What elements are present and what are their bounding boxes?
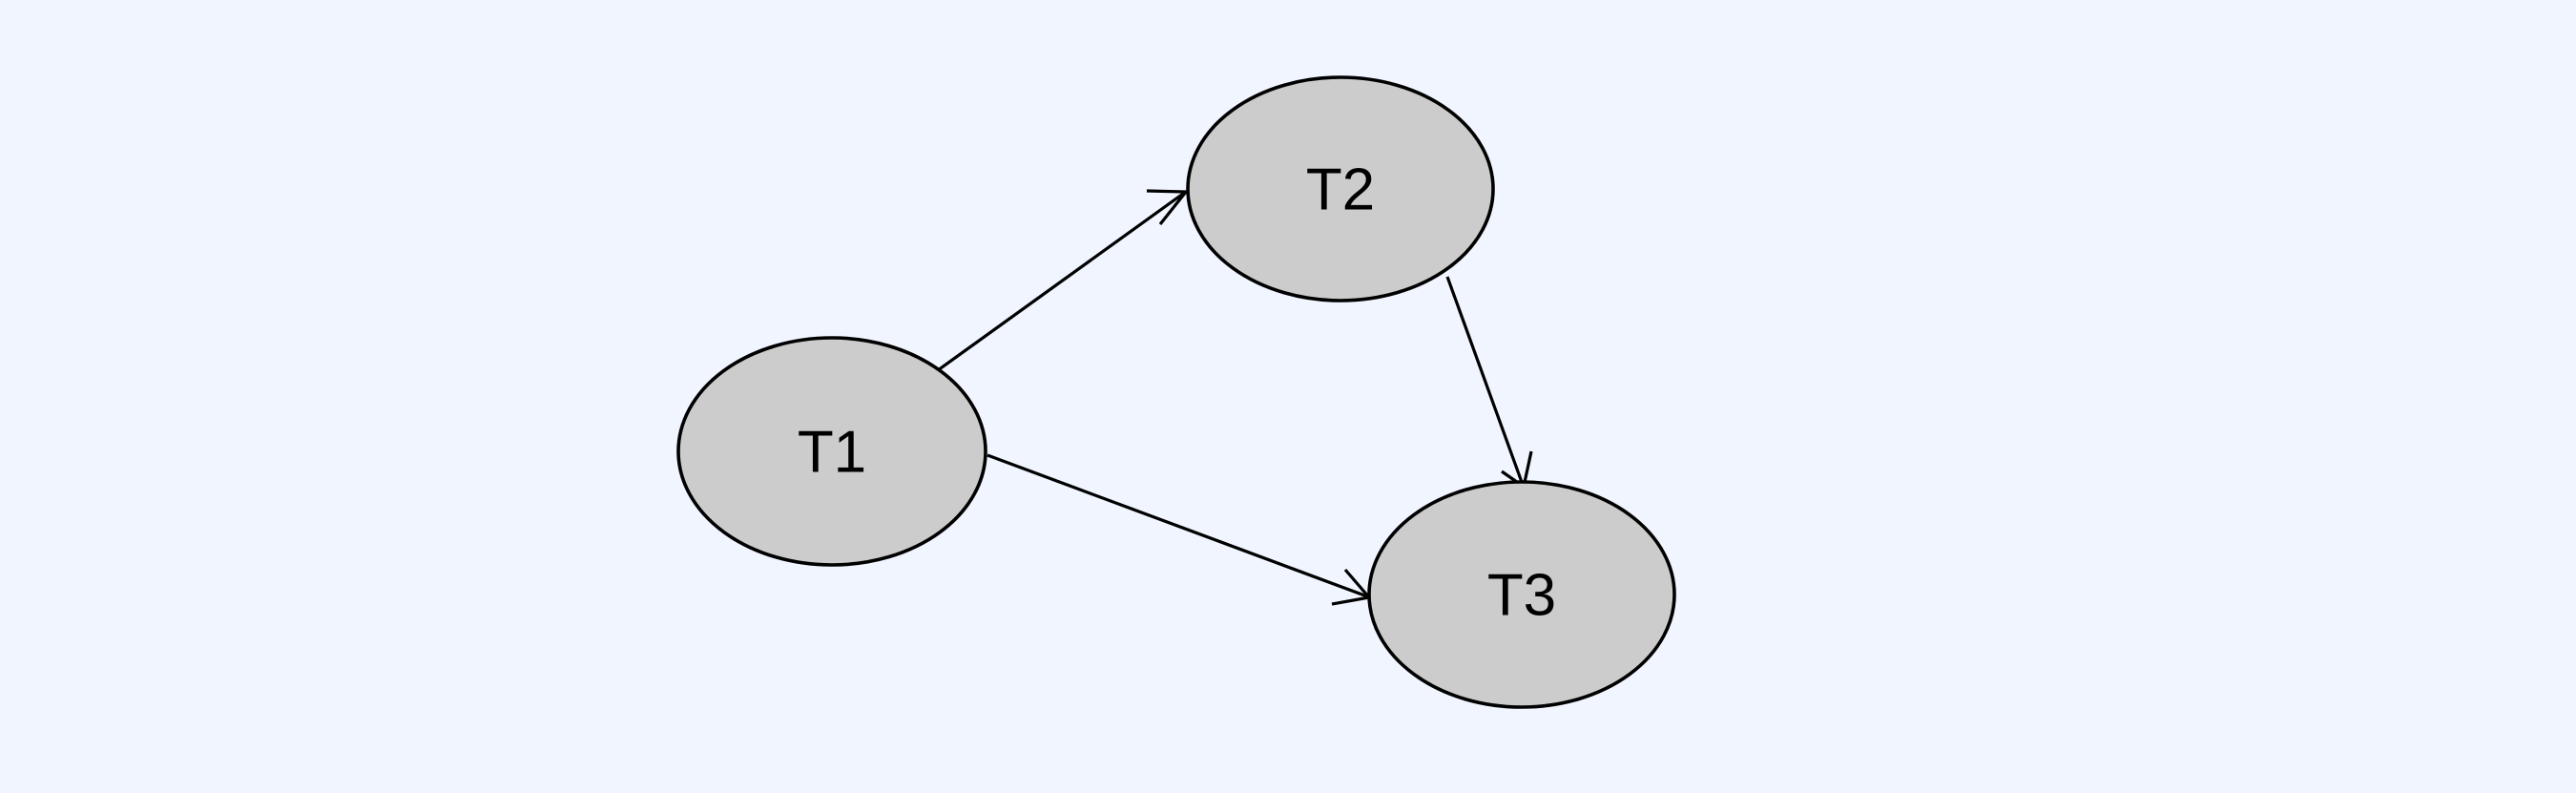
node-t1-shape[interactable] (676, 336, 987, 567)
node-t2[interactable]: T2 (1186, 75, 1495, 303)
edge-t1-to-t2[interactable] (937, 189, 1190, 372)
arrowhead-icon-t1-to-t2 (1146, 189, 1190, 225)
edge-t1-to-t3-line (987, 453, 1368, 598)
node-t3[interactable]: T3 (1367, 480, 1676, 709)
edge-t1-to-t2-line (937, 192, 1184, 372)
edge-t2-to-t3-line (1445, 276, 1525, 486)
node-t1[interactable]: T1 (676, 336, 987, 567)
edges-layer (937, 189, 1533, 606)
node-t3-shape[interactable] (1367, 480, 1676, 709)
node-t2-shape[interactable] (1186, 75, 1495, 303)
